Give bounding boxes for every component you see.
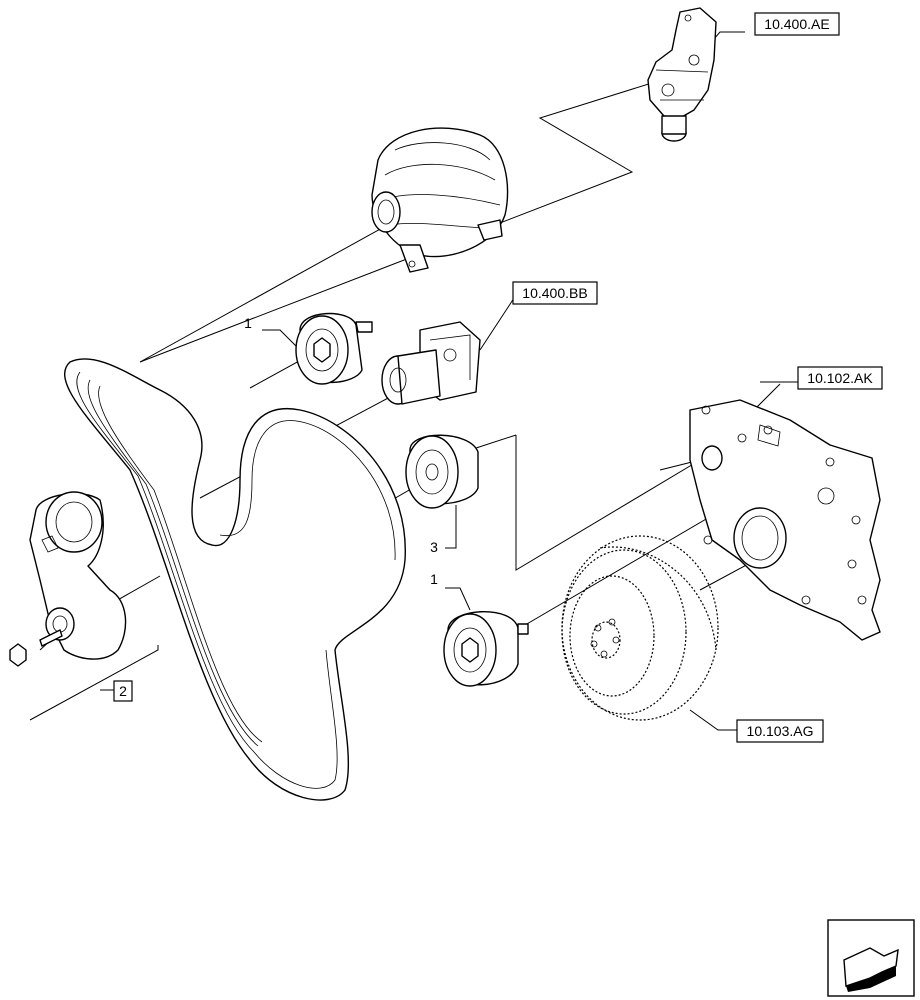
idler-pulley-lower [443, 610, 529, 687]
svg-text:10.400.BB: 10.400.BB [522, 285, 587, 301]
reference-10-400-bb[interactable]: 10.400.BB [512, 281, 598, 305]
callout-idler-lower: 1 [430, 571, 438, 587]
timing-gear-cover [689, 399, 881, 641]
callout-idler-upper: 1 [244, 315, 252, 331]
svg-text:10.102.AK: 10.102.AK [807, 370, 873, 386]
pulley-3 [405, 434, 479, 509]
callout-tensioner-box: 2 [113, 680, 133, 702]
serpentine-belt [64, 358, 406, 801]
svg-text:1: 1 [430, 571, 438, 587]
svg-text:3: 3 [430, 539, 438, 555]
reference-10-103-ag[interactable]: 10.103.AG [736, 719, 824, 743]
svg-text:2: 2 [119, 683, 127, 699]
reference-10-400-ae[interactable]: 10.400.AE [754, 12, 840, 36]
callout-pulley-3: 3 [430, 539, 438, 555]
svg-text:1: 1 [244, 315, 252, 331]
reference-10-102-ak[interactable]: 10.102.AK [797, 366, 883, 390]
alternator [371, 127, 509, 273]
idler-pulley-upper [295, 312, 373, 385]
pointer-hand-icon[interactable] [827, 919, 915, 997]
svg-text:10.400.AE: 10.400.AE [764, 16, 829, 32]
belt-tensioner-assembly [381, 321, 481, 405]
engine-bracket-part [647, 7, 717, 142]
automatic-tensioner [9, 491, 127, 667]
svg-text:10.103.AG: 10.103.AG [747, 723, 814, 739]
crankshaft-damper [561, 535, 719, 721]
